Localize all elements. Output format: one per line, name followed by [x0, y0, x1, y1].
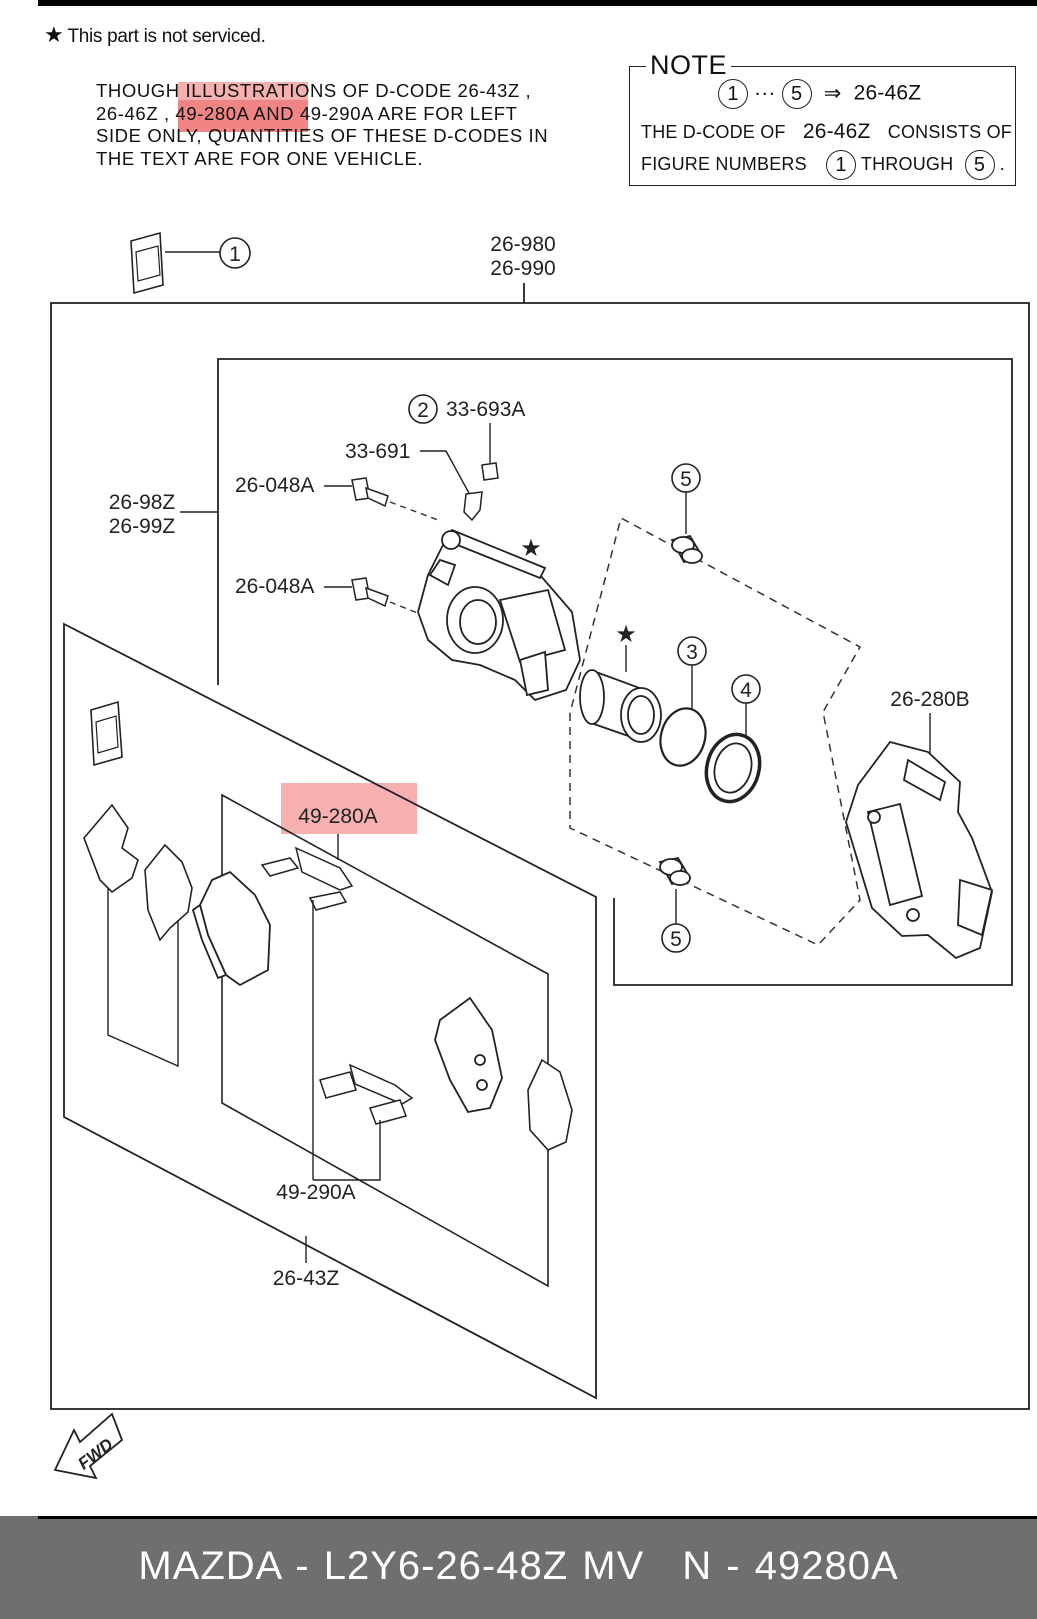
fig-2-circle [408, 394, 438, 424]
dust-boot [704, 732, 762, 804]
fig-5-bottom-label: 5 [670, 928, 682, 951]
star-icon: ★ [44, 22, 64, 47]
pad-shim-outer-right [527, 1058, 573, 1151]
paragraph-line-1: THOUGH ILLUSTRATIONS OF D-CODE 26-43Z , [96, 80, 532, 101]
pad-inner-frame [221, 793, 549, 1288]
pad-kit-frame [63, 622, 597, 1400]
note-title: NOTE [646, 50, 732, 81]
caliper-bracket [845, 740, 994, 960]
code-26048a-top: 26-048A [235, 474, 314, 497]
guide-pin-boot-top [670, 534, 704, 564]
highlight-49-280a-label [281, 783, 417, 834]
pad-icon-top [130, 231, 220, 295]
guide-pin-boot-bottom [658, 856, 692, 886]
code-49280a: 49-280A [298, 805, 377, 828]
code-49290a: 49-290A [276, 1181, 355, 1204]
fwd-arrow-icon: FWD [53, 1412, 124, 1480]
paragraph-line-4: THE TEXT ARE FOR ONE VEHICLE. [96, 147, 424, 169]
paragraph-line-3: SIDE ONLY, QUANTITIES OF THESE D-CODES I… [96, 125, 549, 146]
top-rule [38, 0, 1037, 6]
not-serviced-note: ★This part is not serviced. [44, 22, 266, 48]
caliper-body [417, 528, 581, 702]
star-piston: ★ [615, 621, 637, 648]
piston-seal-ring [659, 707, 707, 767]
bleeder-cap [481, 462, 499, 481]
pad-icon-kit [90, 700, 123, 767]
note-line-3: FIGURE NUMBERS 1 THROUGH 5 . [641, 150, 1005, 180]
footer-text: MAZDA - L2Y6-26-48Z MV N - 49280A [0, 1544, 1037, 1589]
piston [579, 669, 662, 743]
caliper-frame [217, 358, 1013, 986]
outer-frame [50, 302, 1030, 1410]
footer-catalog-number: N - 49280A [682, 1544, 899, 1588]
star-caliper: ★ [520, 535, 542, 562]
note-ellipsis: ··· [754, 81, 776, 105]
footer-part-number: MAZDA - L2Y6-26-48Z MV [138, 1544, 645, 1588]
code-33691: 33-691 [345, 440, 410, 463]
dashed-piston-group [569, 516, 862, 946]
bolt-bottom [351, 577, 421, 615]
note-line3-from: 1 [826, 150, 857, 180]
code-26048a-bottom: 26-048A [235, 575, 314, 598]
note-line2-code: 26-46Z [802, 120, 871, 143]
note-range-end: 5 [781, 79, 812, 109]
brake-pad-outer [434, 996, 503, 1114]
note-range-start: 1 [718, 79, 748, 109]
exploded-view-diagram: 1 26-980 26-990 26-98Z 26-99Z 2 33-693A … [50, 231, 1030, 1480]
code-26980: 26-980 [490, 233, 555, 256]
paragraph-line-2: 26-46Z , 49-280A AND 49-290A ARE FOR LEF… [96, 102, 518, 124]
note-line3-to: 5 [964, 150, 995, 180]
not-serviced-text: This part is not serviced. [67, 26, 266, 47]
note-line2-suffix: CONSISTS OF [887, 122, 1012, 142]
note-line2-prefix: THE D-CODE OF [641, 122, 786, 142]
leader-pad-kit-left [107, 888, 179, 1068]
code-2643z: 26-43Z [273, 1267, 340, 1290]
code-2698z: 26-98Z [109, 491, 176, 514]
fig-1-circle [219, 237, 251, 269]
pad-shim-outer-left [83, 803, 193, 942]
code-2699z: 26-99Z [109, 515, 176, 538]
highlight-49-280a-top [178, 100, 308, 132]
highlight-illustrations [178, 82, 308, 132]
note-line3-prefix: FIGURE NUMBERS [641, 153, 807, 174]
note-box [629, 66, 1016, 186]
fig-2-label: 2 [417, 399, 429, 422]
footer-rule [38, 1516, 1037, 1519]
note-arrow: ⇒ [823, 81, 842, 105]
code-33693a: 33-693A [446, 398, 525, 421]
note-target-code: 26-46Z [853, 81, 922, 105]
brake-pad-inner [191, 870, 271, 987]
code-26280b: 26-280B [890, 688, 969, 711]
leader-33691 [420, 450, 471, 496]
fig-3-label: 3 [686, 641, 698, 664]
bleeder-screw [463, 491, 483, 522]
fig-1-label: 1 [229, 243, 241, 266]
note-line-2: THE D-CODE OF 26-46Z CONSISTS OF [641, 120, 1012, 144]
footer-bar: MAZDA - L2Y6-26-48Z MV N - 49280A [0, 1516, 1037, 1619]
note-line3-mid: THROUGH [860, 153, 954, 174]
pad-clip-upper [260, 846, 354, 911]
leader-49290a-lower [313, 1120, 381, 1181]
note-range-line: 1 ··· 5 ⇒ 26-46Z [718, 79, 921, 109]
fig-5-top-label: 5 [680, 468, 692, 491]
note-line3-end: . [999, 153, 1005, 174]
bolt-top [351, 477, 439, 521]
pad-clip-lower [319, 1063, 414, 1125]
fig-4-label: 4 [740, 679, 752, 702]
left-side-note-paragraph: THOUGH ILLUSTRATIONS OF D-CODE 26-43Z , … [96, 80, 576, 170]
code-26990: 26-990 [490, 257, 555, 280]
